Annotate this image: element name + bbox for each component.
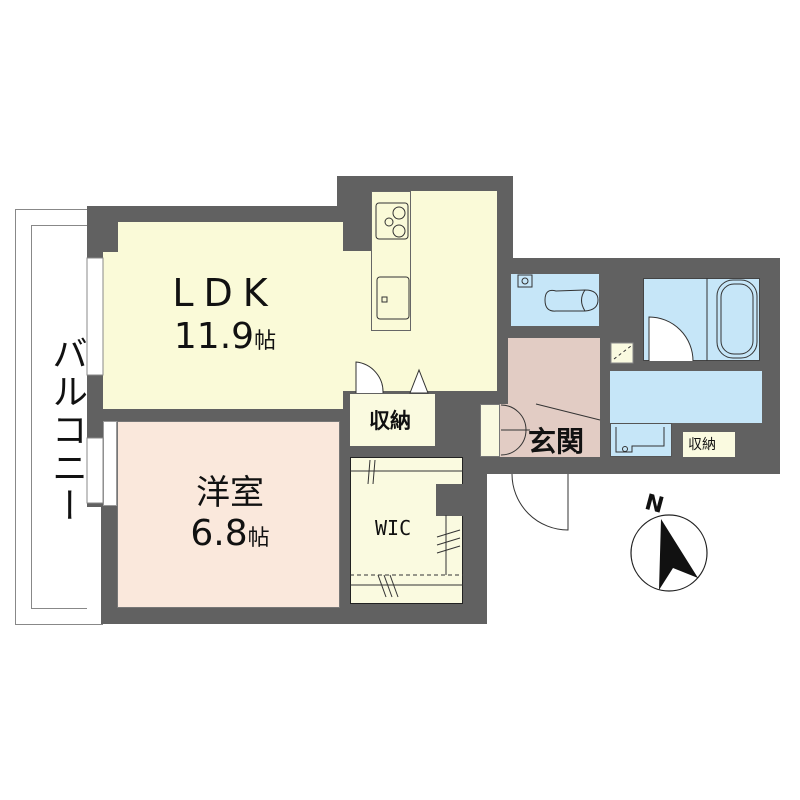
storage-right-label: 収納 [688,437,716,453]
yoshitsu-unit: 帖 [247,526,270,552]
compass-icon [630,514,708,592]
folding-door-icon [409,368,429,394]
ldk-size: 11.9 [173,315,255,357]
yoshitsu-label: 洋室 6.8帖 [160,473,300,555]
yoshitsu-name: 洋室 [196,473,264,513]
laundry-pan-icon [610,342,634,364]
genkan-label: 玄関 [528,425,585,458]
room-wic [350,457,463,604]
shoe-cabinet-door-icon [500,404,530,456]
wall-kitchen-column [343,191,373,251]
washbasin-icon [615,427,665,453]
room-ldk [103,222,343,409]
ldk-label: LDK 11.9帖 [150,271,300,357]
toilet-icon [517,274,599,312]
yoshitsu-size: 6.8 [190,513,248,555]
wic-hanger-icon [350,459,463,598]
bathtub-icon [706,278,758,361]
entrance-door-icon [511,473,569,531]
room-washroom-lower [610,423,672,457]
room-storage-center [350,394,435,446]
wic-column [436,484,464,516]
stove-icon [375,202,409,240]
room-genkan-upper [508,338,600,404]
balcony-window-icon [86,257,104,504]
ldk-name: LDK [172,271,278,315]
wic-label: WIC [375,516,412,540]
wall-notch [87,507,101,624]
storage-door-icon [355,361,384,394]
wall-ldk-corner [103,222,118,252]
balcony-label: バルコニー [46,335,87,525]
bath-door-icon [648,316,694,362]
ldk-unit: 帖 [254,328,277,354]
room-yoshitsu [117,421,340,608]
storage-center-label: 収納 [369,409,411,433]
wall-left-lower [101,507,111,624]
room-storage-right [683,432,735,457]
shoe-cabinet [480,404,500,457]
kitchen-counter [371,191,411,331]
room-toilet [511,274,599,326]
step-line [535,403,601,421]
room-ldk-bridge [118,222,358,252]
room-washroom [610,371,762,423]
sink-icon [376,276,410,320]
